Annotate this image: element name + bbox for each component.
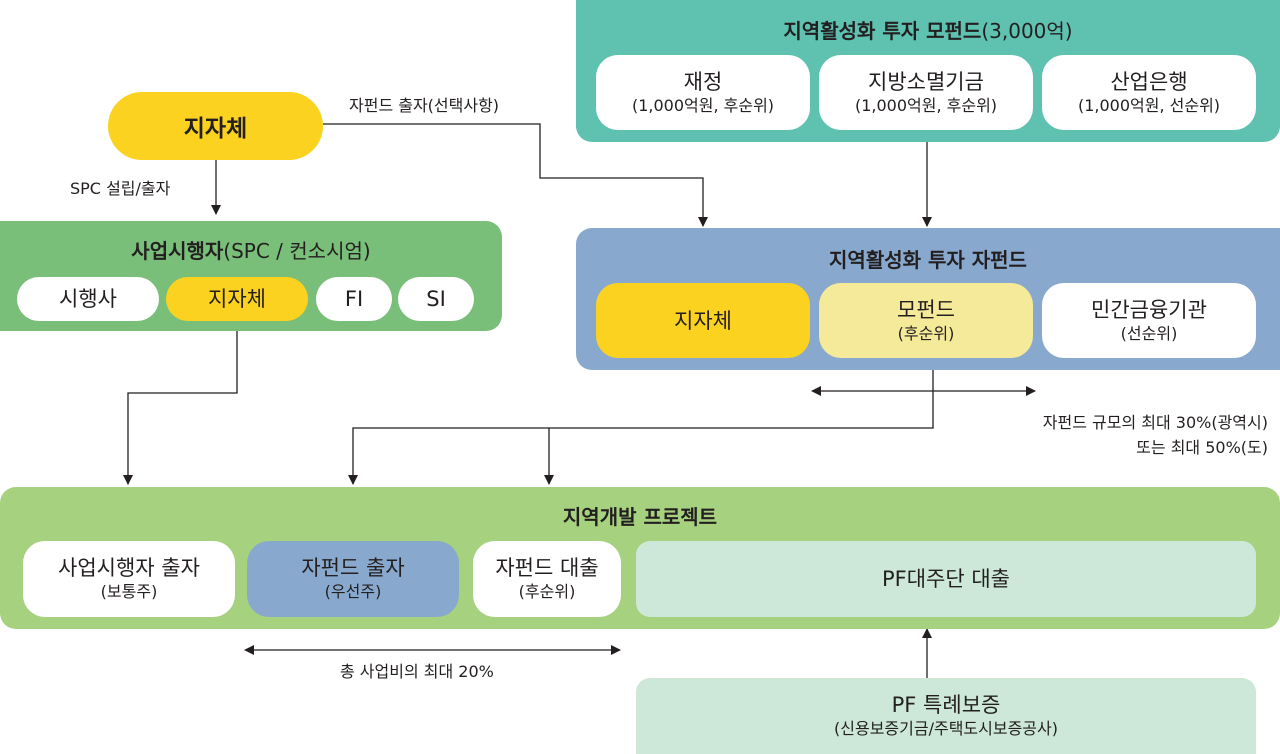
subfund-item-name: 모펀드 <box>897 297 955 322</box>
subfund-item-name: 민간금융기관 <box>1091 297 1207 322</box>
project-item-detail: (후순위) <box>518 582 576 601</box>
project-panel: 지역개발 프로젝트 사업시행자 출자 (보통주) 자펀드 출자 (우선주) 자펀… <box>0 487 1280 629</box>
project-item-detail: (보통주) <box>100 582 158 601</box>
sub-fund-panel: 지역활성화 투자 자펀드 지자체 모펀드 (후순위) 민간금융기관 (선순위) <box>576 228 1280 370</box>
subfund-item-name: 지자체 <box>674 308 732 333</box>
pf-guarantee-detail: (신용보증기금/주택도시보증공사) <box>834 719 1058 738</box>
project-item-name: 자펀드 출자 <box>301 556 405 580</box>
fund-of-funds-panel: 지역활성화 투자 모펀드(3,000억) 재정 (1,000억원, 후순위) 지… <box>576 0 1280 142</box>
label-spc-establish: SPC 설립/출자 <box>70 179 171 198</box>
project-item-subfund-loan: 자펀드 대출 (후순위) <box>473 541 621 617</box>
subfund-item-detail: (후순위) <box>897 323 955 343</box>
project-item-name: 사업시행자 출자 <box>58 556 200 580</box>
arrow-operator-to-project <box>123 331 238 485</box>
fund-of-funds-title-rest: (3,000억) <box>981 19 1073 43</box>
pf-guarantee-box: PF 특례보증 (신용보증기금/주택도시보증공사) <box>636 678 1256 754</box>
subfund-item-detail: (선순위) <box>1120 323 1178 343</box>
fof-item-kdb: 산업은행 (1,000억원, 선순위) <box>1042 55 1256 130</box>
project-item-subfund-equity: 자펀드 출자 (우선주) <box>247 541 459 617</box>
fof-item-detail: (1,000억원, 후순위) <box>854 95 998 115</box>
project-item-pf-loan: PF대주단 대출 <box>636 541 1256 617</box>
fund-of-funds-title-bold: 지역활성화 투자 모펀드 <box>783 19 982 43</box>
fof-item-name: 재정 <box>683 69 723 94</box>
operator-item-local-gov: 지자체 <box>166 277 308 321</box>
operator-item-fi: FI <box>316 277 392 321</box>
operator-item-label: 시행사 <box>59 287 117 311</box>
subfund-item-fof: 모펀드 (후순위) <box>819 283 1033 358</box>
project-item-operator-equity: 사업시행자 출자 (보통주) <box>23 541 235 617</box>
operator-item-si: SI <box>398 277 474 321</box>
operator-panel: 사업시행자(SPC / 컨소시엄) 시행사 지자체 FI SI <box>0 221 502 331</box>
fof-item-name: 산업은행 <box>1110 69 1188 94</box>
project-item-name: PF대주단 대출 <box>881 567 1011 591</box>
fof-item-extinction-fund: 지방소멸기금 (1,000억원, 후순위) <box>819 55 1033 130</box>
subfund-item-local-gov: 지자체 <box>596 283 810 358</box>
subfund-item-private-fin: 민간금융기관 (선순위) <box>1042 283 1256 358</box>
project-item-detail: (우선주) <box>324 582 382 601</box>
project-title-text: 지역개발 프로젝트 <box>562 505 718 529</box>
sub-fund-title-text: 지역활성화 투자 자펀드 <box>829 248 1027 272</box>
fund-of-funds-title: 지역활성화 투자 모펀드(3,000억) <box>576 15 1280 44</box>
fof-item-name: 지방소멸기금 <box>868 69 984 94</box>
local-government-label: 지자체 <box>183 116 248 142</box>
fof-item-detail: (1,000억원, 후순위) <box>631 95 775 115</box>
operator-title-bold: 사업시행자 <box>131 239 224 263</box>
pf-guarantee-name: PF 특례보증 <box>891 693 1001 717</box>
operator-item-label: FI <box>344 287 364 311</box>
note-total-project-cost: 총 사업비의 최대 20% <box>340 662 494 681</box>
note-subfund-scale-line2: 또는 최대 50%(도) <box>1136 438 1268 457</box>
fof-item-finance: 재정 (1,000억원, 후순위) <box>596 55 810 130</box>
project-title: 지역개발 프로젝트 <box>0 501 1280 530</box>
operator-item-label: 지자체 <box>208 287 266 311</box>
project-item-name: 자펀드 대출 <box>495 556 599 580</box>
operator-title-rest: (SPC / 컨소시엄) <box>223 239 371 263</box>
note-subfund-scale: 자펀드 규모의 최대 30%(광역시) 또는 최대 50%(도) <box>1043 410 1268 460</box>
fof-item-detail: (1,000억원, 선순위) <box>1077 95 1221 115</box>
arrow-subfund-to-project <box>348 370 934 485</box>
note-subfund-scale-line1: 자펀드 규모의 최대 30%(광역시) <box>1042 413 1268 432</box>
local-government-node: 지자체 <box>108 92 323 160</box>
operator-item-developer: 시행사 <box>17 277 159 321</box>
sub-fund-title: 지역활성화 투자 자펀드 <box>576 244 1280 273</box>
label-subfund-investment: 자펀드 출자(선택사항) <box>349 96 500 115</box>
operator-item-label: SI <box>426 287 446 311</box>
operator-title: 사업시행자(SPC / 컨소시엄) <box>0 235 502 264</box>
